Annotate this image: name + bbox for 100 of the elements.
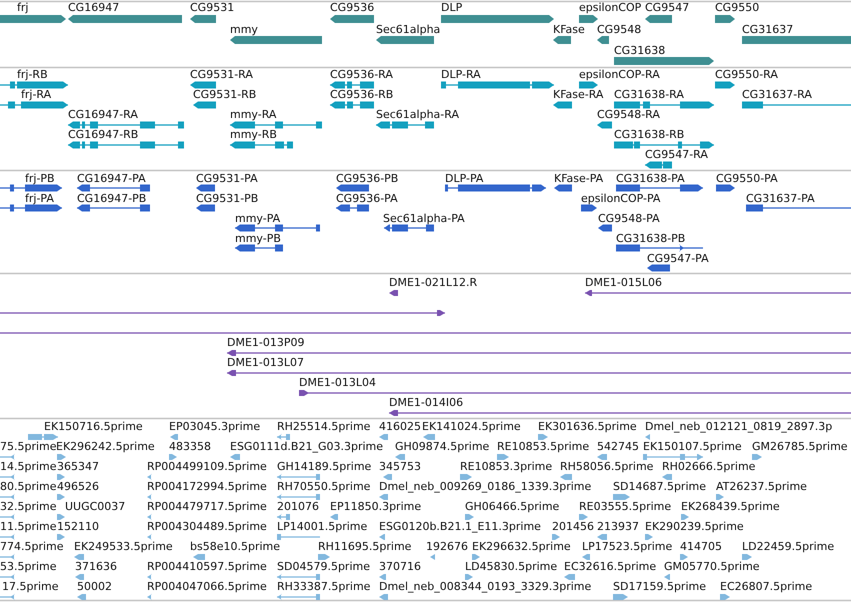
feature-label: SD04579.5prime — [277, 561, 370, 573]
feature-label: CG9536-RB — [330, 89, 394, 101]
feature-label: RE03555.5prime — [579, 501, 672, 513]
feature-label: mmy-PA — [235, 213, 280, 225]
feature-label: CG9548-RA — [597, 109, 660, 121]
feature-label: CG9531-PB — [196, 193, 258, 205]
feature-label: EK141024.5prime — [422, 421, 521, 433]
feature-label: DME1-013L07 — [227, 357, 304, 369]
feature-label: Sec61alpha — [376, 24, 440, 36]
feature-label: EK296632.5prime — [472, 541, 571, 553]
feature-label: 32.5prime — [0, 501, 57, 513]
feature-label: mmy-PB — [235, 233, 281, 245]
feature-label: CG9547 — [645, 2, 690, 14]
feature-label: mmy — [230, 24, 258, 36]
feature-label: CG31638-PA — [616, 173, 685, 185]
feature-label: EK290239.5prime — [645, 521, 744, 533]
feature-label: CG9550-RA — [715, 69, 778, 81]
feature-label: DLP-RA — [441, 69, 481, 81]
feature-label: EP03045.3prime — [169, 421, 260, 433]
feature-label: CG16947 — [68, 2, 120, 14]
feature-label: 483358 — [169, 441, 211, 453]
feature-label: epsilonCOP-RA — [579, 69, 660, 81]
feature-label: CG16947-PA — [77, 173, 146, 185]
feature-label: 370716 — [379, 561, 421, 573]
feature-label: GH09874.5prime — [395, 441, 490, 453]
feature-label: CG31638-RA — [614, 89, 684, 101]
feature-label: Dmel_neb_009269_0186_1339.3prime — [379, 481, 592, 493]
feature-label: LD22459.5prime — [742, 541, 834, 553]
feature-label: CG16947-RB — [68, 129, 138, 141]
feature-label: 17.5prime — [2, 581, 59, 593]
feature-label: EK296242.5prime — [56, 441, 155, 453]
feature-label: EK268439.5prime — [681, 501, 780, 513]
feature-label: RP004479717.5prime — [147, 501, 267, 513]
feature-label: EK150107.5prime — [643, 441, 742, 453]
feature-label: 192676 — [426, 541, 468, 553]
feature-label: SD17159.5prime — [613, 581, 706, 593]
feature-label: CG9531-RA — [190, 69, 253, 81]
feature-label: GH14189.5prime — [277, 461, 372, 473]
feature-label: LD45830.5prime — [465, 561, 558, 573]
feature-label: 53.5prime — [0, 561, 57, 573]
feature-label: CG31637-RA — [742, 89, 812, 101]
feature-label: epsilonCOP-PA — [581, 193, 660, 205]
feature-label: CG9536 — [330, 2, 374, 14]
feature-label: Dmel_neb_008344_0193_3329.3prime — [379, 581, 592, 593]
feature-label: CG9531-RB — [193, 89, 256, 101]
feature-label: DME1-013L04 — [299, 377, 376, 389]
feature-label: Dmel_neb_012121_0819_2897.3p — [645, 421, 832, 433]
feature-label: CG9547-RA — [645, 149, 708, 161]
feature-label: 496526 — [57, 481, 99, 493]
feature-label: RH02666.5prime — [662, 461, 756, 473]
feature-label: UUGC0037 — [65, 501, 126, 513]
feature-label: EP11850.3prime — [330, 501, 422, 513]
feature-label: Sec61alpha-RA — [376, 109, 459, 121]
feature-label: EK301636.5prime — [538, 421, 637, 433]
feature-label: CG31638 — [614, 45, 666, 57]
feature-label: 365347 — [57, 461, 99, 473]
feature-label: 774.5prime — [0, 541, 64, 553]
feature-label: 80.5prime — [0, 481, 57, 493]
feature-label: SD14687.5prime — [613, 481, 706, 493]
feature-label: DME1-015L06 — [585, 277, 662, 289]
feature-label: AT26237.5prime — [716, 481, 807, 493]
feature-label: EK150716.5prime — [44, 421, 143, 433]
feature-label: CG9550 — [715, 2, 760, 14]
feature-label: CG9531-PA — [196, 173, 258, 185]
feature-label: CG9550-PA — [716, 173, 778, 185]
feature-label: 345753 — [379, 461, 421, 473]
feature-label: GH06466.5prime — [465, 501, 560, 513]
feature-label: 152110 — [57, 521, 99, 533]
feature-label: 50002 — [77, 581, 112, 593]
feature-label: KFase — [553, 24, 585, 36]
feature-label: RE10853.5prime — [497, 441, 590, 453]
feature-label: frj-PA — [25, 193, 54, 205]
feature-label: 201076 — [277, 501, 319, 513]
feature-label: RP004172994.5prime — [147, 481, 267, 493]
feature-label: CG31638-RB — [614, 129, 684, 141]
feature-label: frj-PB — [25, 173, 55, 185]
feature-label: 213937 — [597, 521, 639, 533]
feature-label: LP14001.5prime — [277, 521, 368, 533]
feature-label: KFase-PA — [554, 173, 604, 185]
feature-label: LP17523.5prime — [582, 541, 672, 553]
feature-label: DME1-021L12.R — [389, 277, 478, 289]
feature-label: RP004499109.5prime — [147, 461, 267, 473]
feature-label: DME1-014I06 — [389, 397, 464, 409]
feature-label: 371636 — [75, 561, 117, 573]
feature-label: CG9531 — [190, 2, 234, 14]
feature-label: bs58e10.5prime — [190, 541, 280, 553]
feature-label: DME1-013P09 — [227, 337, 305, 349]
feature-label: DLP — [441, 2, 462, 14]
feature-label: DLP-PA — [445, 173, 484, 185]
feature-label: frj-RB — [17, 69, 48, 81]
feature-label: CG9536-PB — [336, 173, 398, 185]
feature-label: CG31638-PB — [616, 233, 686, 245]
feature-label: CG9536-PA — [336, 193, 398, 205]
feature-label: EC26807.5prime — [720, 581, 812, 593]
feature-label: 414705 — [680, 541, 722, 553]
feature-label: CG9547-PA — [647, 253, 709, 265]
feature-label: CG16947-RA — [68, 109, 138, 121]
feature-label: 75.5prime — [0, 441, 57, 453]
feature-label: EC32616.5prime — [564, 561, 656, 573]
feature-label: CG9536-RA — [330, 69, 393, 81]
